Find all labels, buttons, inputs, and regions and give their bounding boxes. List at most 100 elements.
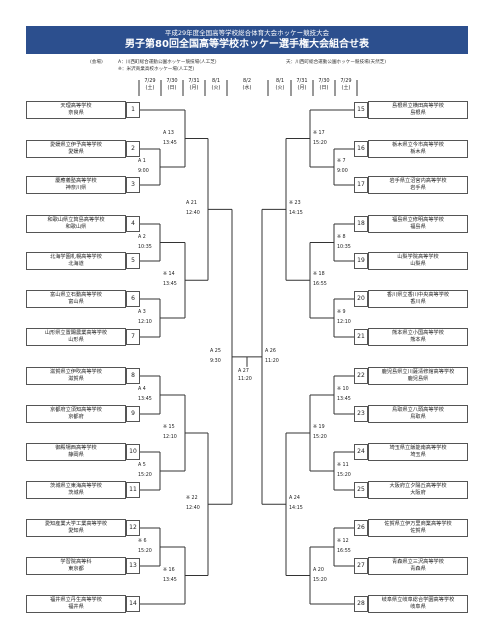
seed-number: 24 <box>354 444 368 460</box>
match-code: ※ 23 <box>289 201 301 207</box>
match-code: ※ 9 <box>337 310 346 315</box>
team-school: 島根県立横田高等学校 <box>392 103 444 109</box>
match-code: ※ 10 <box>337 387 349 392</box>
team-box: 慶應義塾高等学校神奈川県 <box>26 176 126 194</box>
team-box: 岐阜県立岐阜総合学園高等学校岐阜県 <box>368 595 468 613</box>
team-school: 京都府立須知高等学校 <box>50 407 102 413</box>
date-column: 7/31(月) <box>291 78 313 92</box>
team-school: 御殿場西高等学校 <box>55 445 97 451</box>
team-prefecture: 岐阜県 <box>410 604 426 610</box>
team-school: 青森県立三沢高等学校 <box>392 559 444 565</box>
match-time: 15:20 <box>337 473 351 478</box>
match-time: 9:00 <box>337 169 348 174</box>
date-column: 7/30(日) <box>161 78 183 92</box>
team-prefecture: 茨城県 <box>68 490 84 496</box>
date-day: 7/30 <box>318 78 330 84</box>
team-school: 茨城県立東海高等学校 <box>50 483 102 489</box>
team-school: 北海学園札幌高等学校 <box>50 254 102 260</box>
date-day: 8/1 <box>211 78 221 84</box>
match-time: 12:10 <box>138 320 152 325</box>
match-time: 12:10 <box>163 435 177 440</box>
team-box: 山形県立置賜農業高等学校山形県 <box>26 328 126 346</box>
seed-number: 28 <box>354 596 368 612</box>
seed-number: 20 <box>354 291 368 307</box>
team-box: 愛媛県立伊予高等学校愛媛県 <box>26 140 126 158</box>
date-day: 7/31 <box>296 78 308 84</box>
match-code: ※ 11 <box>337 463 349 468</box>
seed-number: 6 <box>126 291 140 307</box>
match-time: 14:15 <box>289 211 303 217</box>
date-column: 7/29(土) <box>139 78 161 92</box>
match-time: 10:35 <box>138 244 152 250</box>
match-code: A 25 <box>210 348 221 354</box>
match-time: 13:45 <box>138 397 152 402</box>
tournament-subtitle: 平成29年度全国高等学校総合体育大会ホッケー競技大会 <box>164 29 330 37</box>
team-school: 山梨学院高等学校 <box>397 254 439 260</box>
match-time: 10:35 <box>337 244 351 250</box>
seed-number: 14 <box>126 596 140 612</box>
venue-left-b: ※：米沢商業高校ホッケー場(人工芝) <box>118 67 195 72</box>
seed-number: 4 <box>126 216 140 232</box>
team-box: 御殿場西高等学校静岡県 <box>26 443 126 461</box>
team-prefecture: 静岡県 <box>68 452 84 458</box>
team-box: 天理高等学校奈良県 <box>26 101 126 119</box>
date-weekday: (土) <box>341 85 351 91</box>
team-school: 大阪府立夕陽丘高等学校 <box>389 483 447 489</box>
date-column: 7/31(月) <box>183 78 205 92</box>
date-day: 8/1 <box>275 78 285 84</box>
match-time: 15:20 <box>313 435 327 440</box>
seed-number: 1 <box>126 102 140 118</box>
team-box: 香川県立香川中央高等学校香川県 <box>368 290 468 308</box>
team-prefecture: 奈良県 <box>68 110 84 116</box>
date-day: 7/29 <box>340 78 352 84</box>
date-weekday: (日) <box>319 85 329 91</box>
team-prefecture: 和歌山県 <box>65 224 87 230</box>
date-weekday: (日) <box>167 85 177 91</box>
team-prefecture: 大阪府 <box>410 490 426 496</box>
date-weekday: (月) <box>297 85 307 91</box>
match-code: ※ 22 <box>186 496 198 502</box>
match-time: 13:45 <box>337 397 351 402</box>
match-time: 13:45 <box>163 282 177 288</box>
team-school: 富山県立石動高等学校 <box>50 292 102 298</box>
match-time: 15:20 <box>138 473 152 478</box>
match-code: A 20 <box>313 567 324 573</box>
team-school: 佐賀県立伊万里商業高等学校 <box>384 521 452 527</box>
match-time: 13:45 <box>163 140 177 146</box>
team-school: 岐阜県立岐阜総合学園高等学校 <box>381 597 455 603</box>
team-box: 茨城県立東海高等学校茨城県 <box>26 481 126 499</box>
team-box: 京都府立須知高等学校京都府 <box>26 405 126 423</box>
team-school: 香川県立香川中央高等学校 <box>386 292 450 298</box>
match-time: 12:10 <box>337 320 351 325</box>
team-school: 岩手県立沼宮内高等学校 <box>389 178 447 184</box>
team-school: 福島県立修明高等学校 <box>392 217 444 223</box>
date-day: 7/29 <box>144 78 156 84</box>
match-code: ※ 17 <box>313 130 325 136</box>
team-prefecture: 神奈川県 <box>65 185 87 191</box>
match-code: A 5 <box>138 463 146 468</box>
match-time: 15:20 <box>313 140 327 146</box>
title-banner: 平成29年度全国高等学校総合体育大会ホッケー競技大会 男子第80回全国高等学校ホ… <box>26 26 468 54</box>
team-school: 鳥取県立八頭高等学校 <box>392 407 444 413</box>
date-weekday: (土) <box>145 85 155 91</box>
team-school: 和歌山県立箕島高等学校 <box>47 217 105 223</box>
match-code: A 26 <box>265 348 276 354</box>
team-box: 滋賀県立伊吹高等学校滋賀県 <box>26 367 126 385</box>
team-box: 青森県立三沢高等学校青森県 <box>368 557 468 575</box>
team-box: 大阪府立夕陽丘高等学校大阪府 <box>368 481 468 499</box>
team-prefecture: 香川県 <box>410 299 426 305</box>
team-school: 熊本県立小国高等学校 <box>392 330 444 336</box>
seed-number: 9 <box>126 406 140 422</box>
seed-number: 12 <box>126 520 140 536</box>
seed-number: 2 <box>126 141 140 157</box>
seed-number: 18 <box>354 216 368 232</box>
team-school: 慶應義塾高等学校 <box>55 178 97 184</box>
team-prefecture: 鳥取県 <box>410 414 426 420</box>
team-school: 山形県立置賜農業高等学校 <box>44 330 108 336</box>
seed-number: 25 <box>354 482 368 498</box>
date-day: 7/30 <box>166 78 178 84</box>
date-day: 8/2 <box>242 78 252 84</box>
date-column: 8/2(水) <box>236 78 258 92</box>
team-box: 学習院高等科東京都 <box>26 557 126 575</box>
